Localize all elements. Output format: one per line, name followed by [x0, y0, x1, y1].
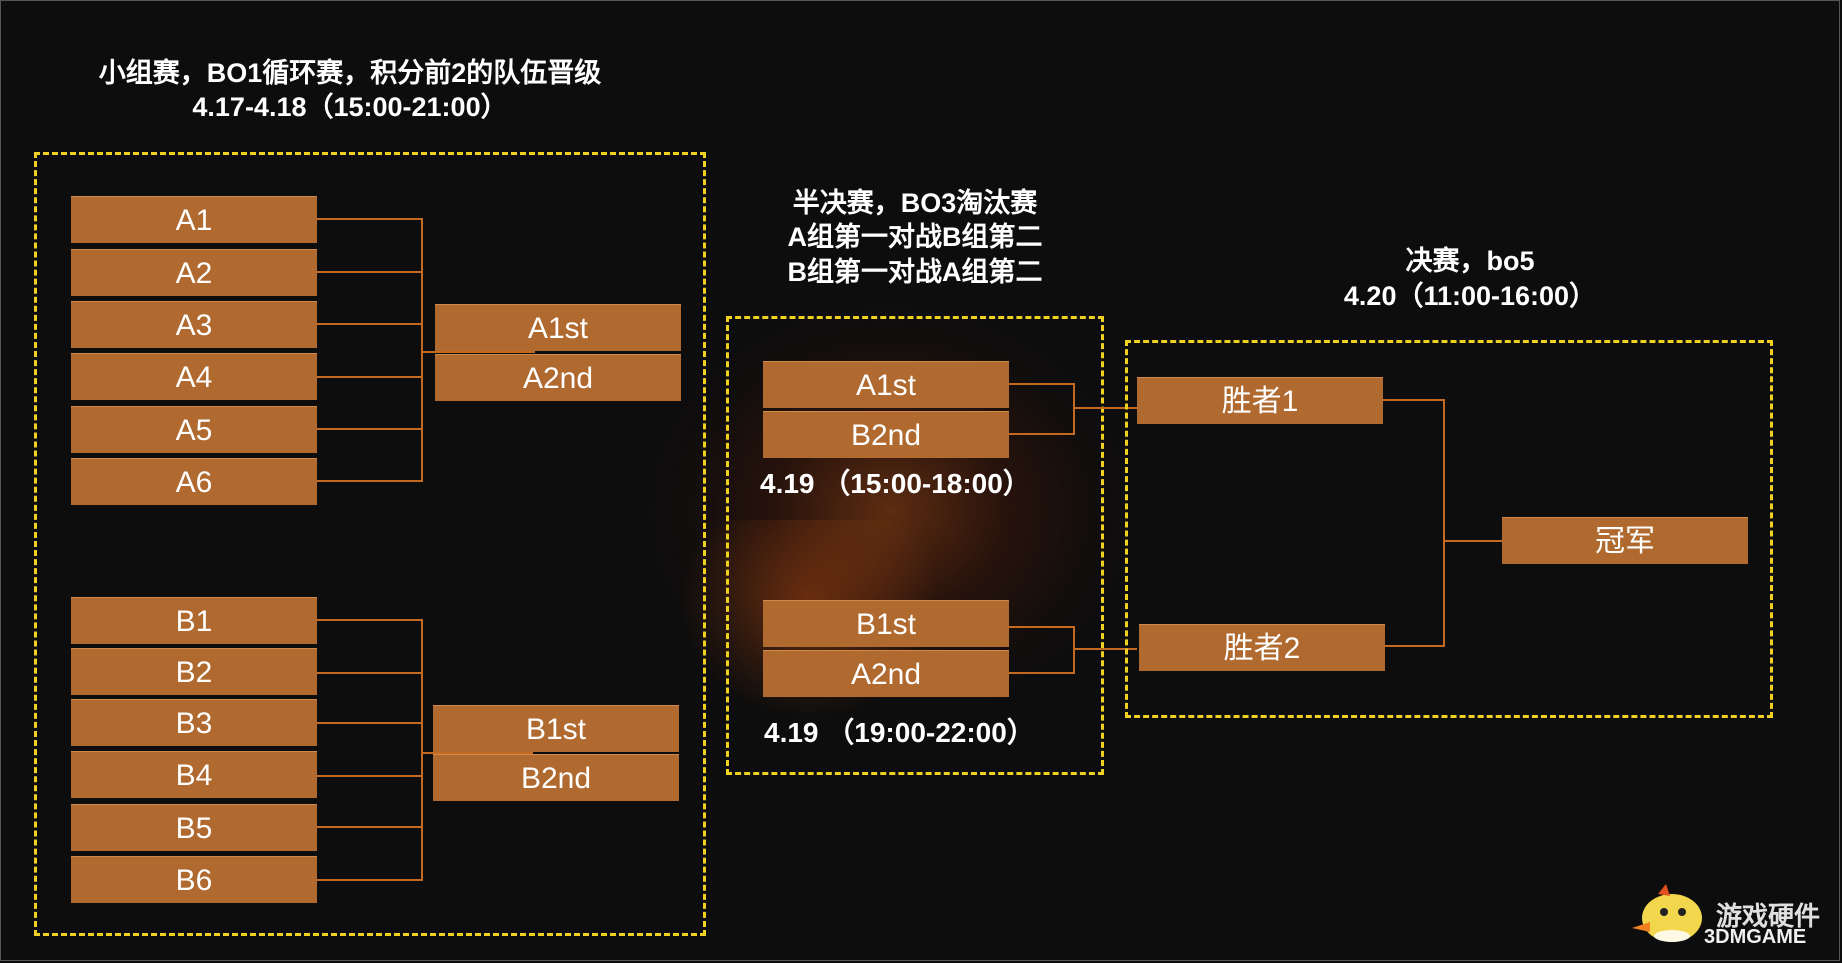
connector — [1075, 648, 1137, 650]
team-box-a6: A6 — [71, 458, 317, 505]
connector — [317, 428, 423, 430]
result-box-b2nd: B2nd — [433, 754, 679, 801]
connector — [423, 351, 535, 353]
3dmgame-logo-icon — [1632, 884, 1702, 942]
winner-box-1: 胜者1 — [1137, 377, 1383, 424]
watermark-text-cn: 游戏硬件 — [1716, 901, 1821, 931]
connector — [1009, 433, 1075, 435]
connector — [317, 376, 423, 378]
connector — [1443, 399, 1445, 647]
winner-box-2: 胜者2 — [1139, 624, 1385, 671]
final-date: 4.20（11:00-16:00） — [1343, 281, 1597, 311]
final-title: 决赛，bo5 — [1405, 246, 1535, 276]
semifinal-match2-date: 4.19 （19:00-22:00） — [764, 717, 1035, 748]
final-frame — [1125, 340, 1773, 718]
group-stage-date: 4.17-4.18（15:00-21:00） — [192, 92, 508, 122]
semifinal-box-b2nd: B2nd — [763, 411, 1009, 458]
group-stage-frame — [34, 152, 706, 936]
team-box-b2: B2 — [71, 648, 317, 695]
connector — [1073, 383, 1075, 435]
connector — [317, 271, 423, 273]
connector — [421, 619, 423, 881]
connector — [317, 826, 423, 828]
group-stage-title: 小组赛，BO1循环赛，积分前2的队伍晋级 — [98, 58, 602, 88]
team-box-b6: B6 — [71, 856, 317, 903]
connector — [1075, 407, 1137, 409]
connector — [1383, 399, 1445, 401]
connector — [1009, 383, 1075, 385]
team-box-b1: B1 — [71, 597, 317, 644]
team-box-a4: A4 — [71, 353, 317, 400]
connector — [1073, 626, 1075, 674]
connector — [317, 722, 423, 724]
result-box-a2nd: A2nd — [435, 354, 681, 401]
semifinal-match1-date: 4.19 （15:00-18:00） — [760, 468, 1031, 499]
connector — [1445, 540, 1502, 542]
team-box-a2: A2 — [71, 249, 317, 296]
team-box-b3: B3 — [71, 699, 317, 746]
team-box-b4: B4 — [71, 751, 317, 798]
team-box-a1: A1 — [71, 196, 317, 243]
team-box-a5: A5 — [71, 406, 317, 453]
team-box-b5: B5 — [71, 804, 317, 851]
connector — [1009, 672, 1075, 674]
semifinal-frame — [726, 316, 1104, 775]
result-box-a1st: A1st — [435, 304, 681, 351]
connector — [317, 775, 423, 777]
semifinal-box-a2nd: A2nd — [763, 650, 1009, 697]
connector — [423, 752, 533, 754]
connector — [317, 619, 423, 621]
semifinal-title: 半决赛，BO3淘汰赛 — [792, 188, 1038, 218]
connector — [1385, 645, 1445, 647]
connector — [317, 323, 423, 325]
connector — [317, 480, 423, 482]
connector — [421, 218, 423, 482]
semifinal-rule-1: A组第一对战B组第二 — [787, 222, 1043, 252]
connector — [317, 672, 423, 674]
result-box-b1st: B1st — [433, 705, 679, 752]
connector — [317, 218, 423, 220]
watermark-text-en: 3DMGAME — [1704, 926, 1807, 948]
team-box-a3: A3 — [71, 301, 317, 348]
champion-box: 冠军 — [1502, 517, 1748, 564]
connector — [317, 879, 423, 881]
semifinal-box-a1st: A1st — [763, 361, 1009, 408]
connector — [1009, 626, 1075, 628]
semifinal-box-b1st: B1st — [763, 600, 1009, 647]
semifinal-rule-2: B组第一对战A组第二 — [787, 257, 1043, 287]
